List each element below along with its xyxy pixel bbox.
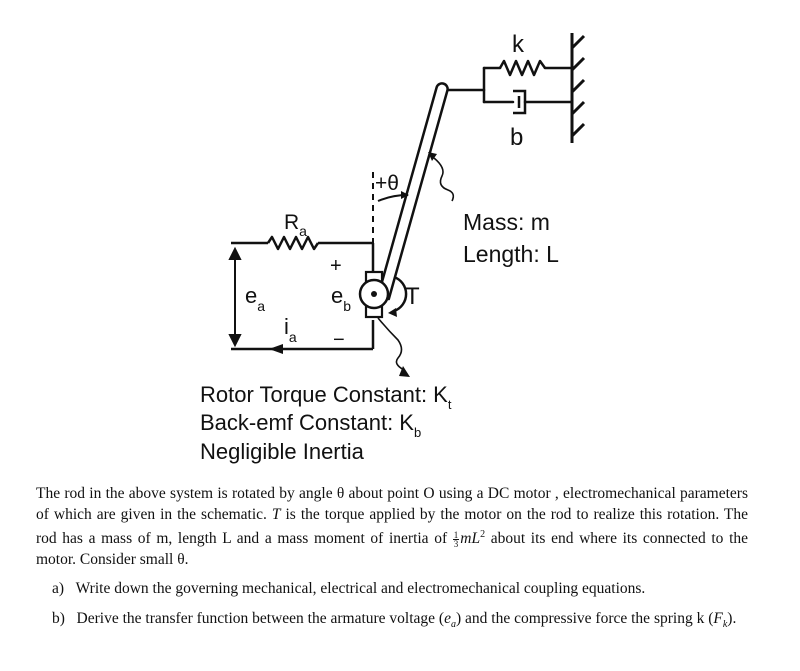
rod-leader xyxy=(433,157,455,202)
spring-damper-frame xyxy=(446,66,574,104)
backemf-label: eb xyxy=(331,283,351,314)
minus-sign: − xyxy=(333,329,345,351)
voltage-label: ea xyxy=(245,283,265,314)
length-label: Length: L xyxy=(463,241,559,267)
question-a: a) Write down the governing mechanical, … xyxy=(52,580,646,598)
spring-k xyxy=(498,59,547,77)
damper-label: b xyxy=(510,124,523,151)
inertia-label: Negligible Inertia xyxy=(200,439,365,464)
dc-motor xyxy=(358,270,390,319)
backemf-constant-label: Back-emf Constant: Kb xyxy=(200,410,421,440)
mechatronic-schematic: k b +θ Mass: m Length: L xyxy=(200,31,586,464)
mass-label: Mass: m xyxy=(463,209,550,235)
resistor-label: Ra xyxy=(284,211,307,239)
circuit-wires xyxy=(231,235,375,351)
current-arrow xyxy=(269,344,283,354)
wall xyxy=(570,33,586,143)
current-label: ia xyxy=(284,314,297,345)
angle-arrow xyxy=(377,191,409,202)
torque-label: T xyxy=(405,283,420,310)
torque-constant-label: Rotor Torque Constant: Kt xyxy=(200,382,452,412)
motor-leader xyxy=(377,317,405,371)
angle-label: +θ xyxy=(375,172,399,195)
plus-sign: + xyxy=(330,255,342,277)
torque-arrow xyxy=(393,275,408,313)
damper-b xyxy=(513,89,527,115)
question-b: b) Derive the transfer function between … xyxy=(52,609,737,630)
problem-intro: The rod in the above system is rotated b… xyxy=(36,485,749,568)
problem-statement: The rod in the above system is rotated b… xyxy=(36,484,748,635)
voltage-arrow xyxy=(228,246,242,348)
spring-label: k xyxy=(512,31,525,58)
rod xyxy=(376,82,449,301)
